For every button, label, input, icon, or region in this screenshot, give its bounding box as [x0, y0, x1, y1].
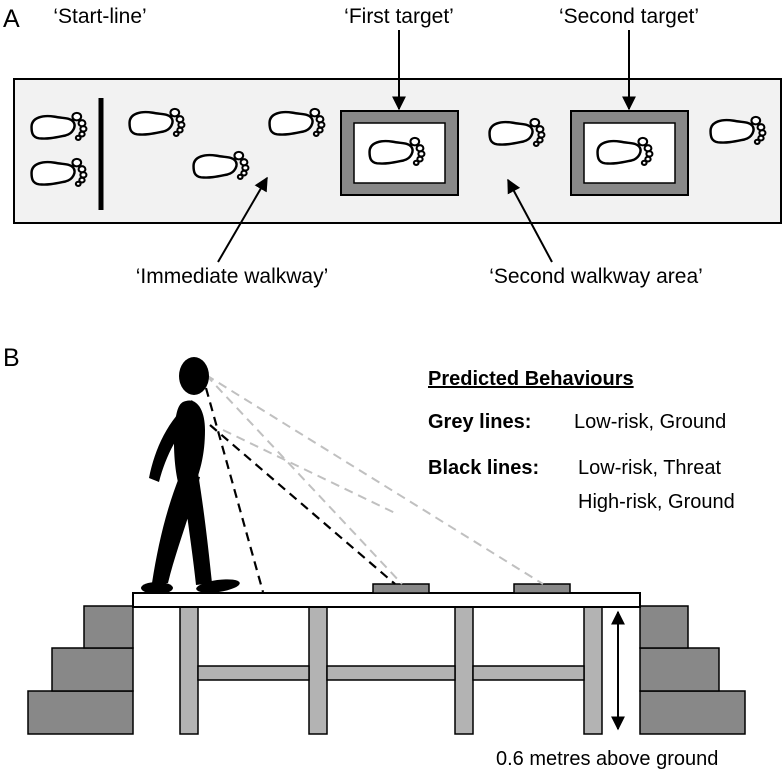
black-lines-key: Black lines: [428, 457, 539, 479]
support-leg [308, 606, 328, 735]
left-stair-step [83, 605, 134, 649]
second-walkway-arrow [507, 178, 553, 263]
legend-heading: Predicted Behaviours [428, 368, 634, 390]
first-target-label: ‘First target’ [344, 5, 454, 28]
support-leg [179, 606, 199, 735]
left-stair-step [27, 690, 134, 735]
height-note: 0.6 metres above ground [496, 748, 718, 770]
immediate-walkway-arrow [217, 176, 268, 263]
panel-b: B Predicted Behaviours Grey lines: Low-r… [3, 344, 746, 770]
start-line-label: ‘Start-line’ [53, 5, 146, 28]
immediate-walkway-label: ‘Immediate walkway’ [136, 265, 329, 288]
second-target-side [513, 583, 571, 594]
second-target-label: ‘Second target’ [559, 5, 699, 28]
right-stair-step [639, 690, 746, 735]
black-lines-desc-2: High-risk, Ground [578, 491, 735, 513]
raised-walkway [132, 592, 641, 608]
cross-beam [197, 665, 310, 681]
left-stair-step [51, 647, 134, 692]
panel-a: A ‘Start-line’ ‘First target’ ‘Second ta… [3, 5, 782, 288]
panel-a-letter: A [3, 5, 20, 33]
support-leg [583, 606, 603, 735]
black-lines-desc-1: Low-risk, Threat [578, 457, 721, 479]
grey-gaze-lines [205, 374, 544, 585]
grey-lines-desc: Low-risk, Ground [574, 411, 726, 433]
right-stair-step [639, 605, 689, 649]
first-target-side [372, 583, 430, 594]
walking-person-icon [141, 357, 240, 594]
black-gaze-lines [204, 387, 396, 593]
cross-beam [326, 665, 456, 681]
grey-lines-key: Grey lines: [428, 411, 531, 433]
second-walkway-label: ‘Second walkway area’ [489, 265, 703, 288]
support-leg [454, 606, 474, 735]
panel-b-letter: B [3, 344, 20, 372]
cross-beam [472, 665, 585, 681]
right-stair-step [639, 647, 720, 692]
